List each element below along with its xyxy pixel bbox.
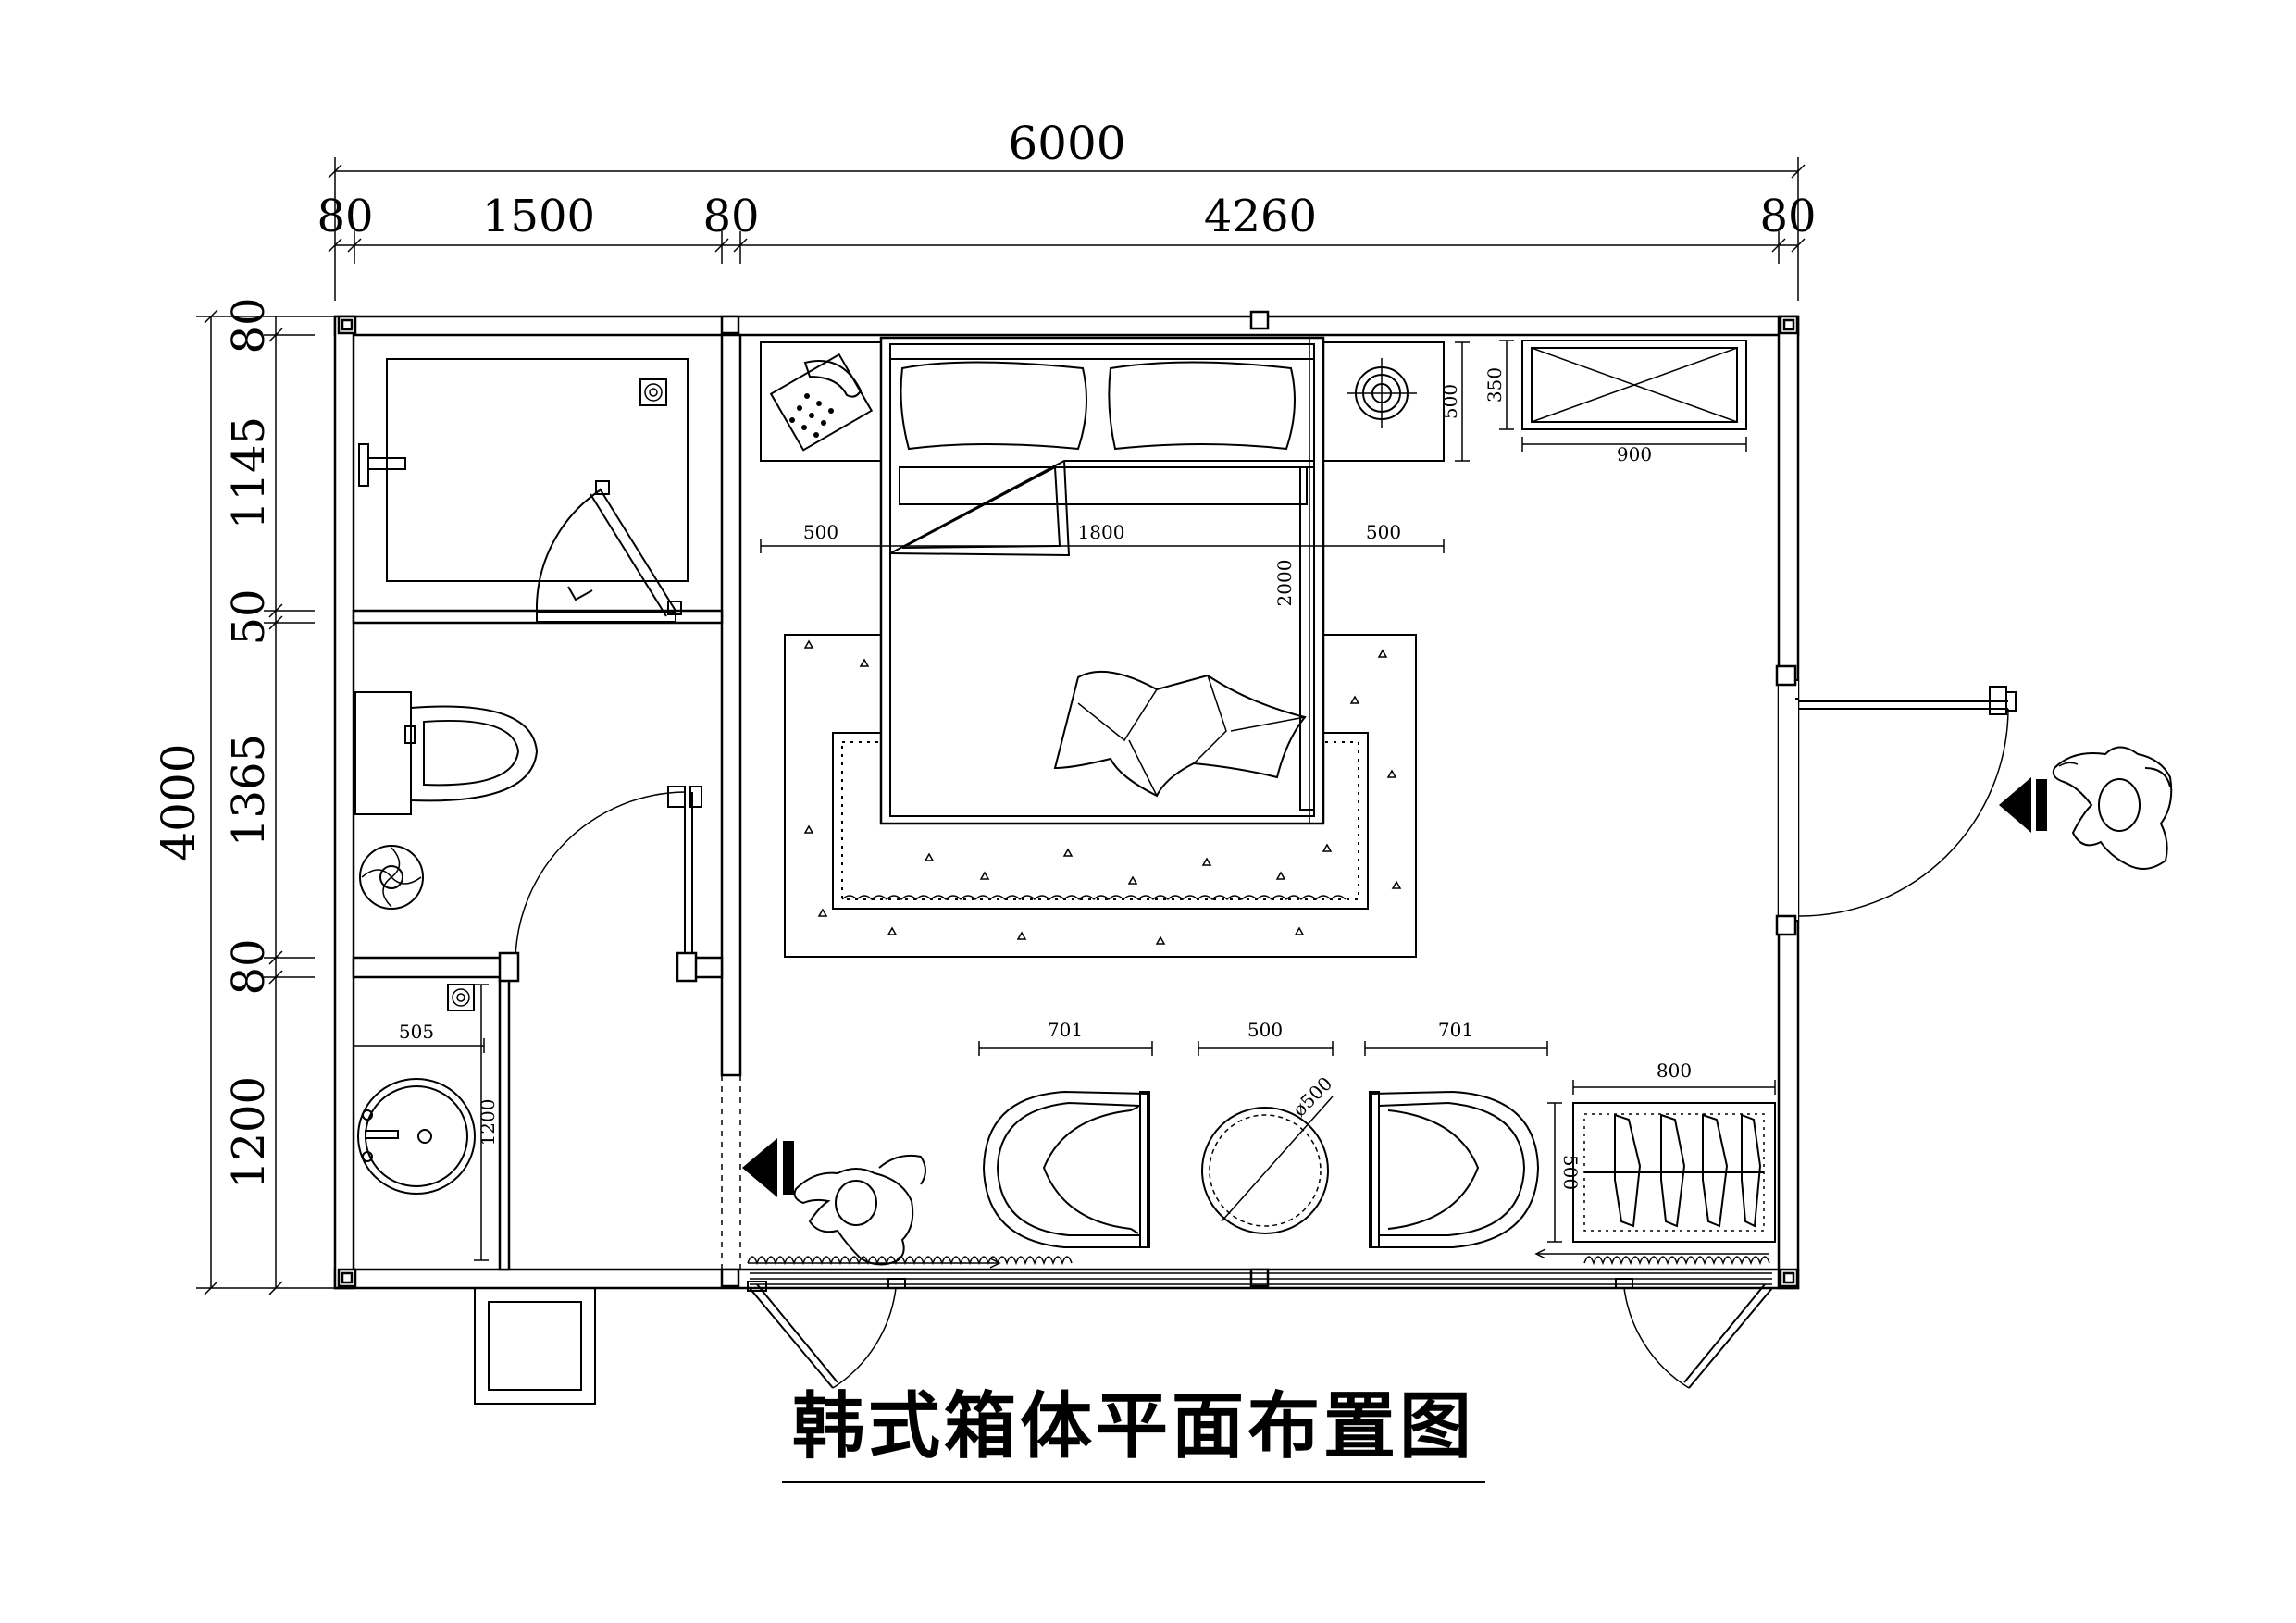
curtain-right [1534,1248,1770,1266]
lounge-chair-right [1369,1090,1540,1248]
entry-arrow-left [742,1138,794,1197]
side-table [1201,1096,1334,1234]
person-figure-right [2052,746,2173,870]
dim-tv-width: 900 [1617,443,1652,465]
drawing-title: 韩式箱体平面布置图 [791,1385,1475,1468]
dim-left-80-mid: 80 [223,938,275,995]
top-dimension-lines [328,157,1806,301]
dim-left-80-top: 80 [223,297,275,353]
dim-tv-depth: 350 [1483,367,1506,403]
dim-chair-left: 701 [1048,1019,1083,1041]
nightstand-dimension [1455,341,1470,462]
dim-left-1200: 1200 [223,1076,275,1189]
shower-area [358,358,689,623]
sink-area [353,984,489,1261]
dim-bed-length: 2000 [1273,560,1296,607]
tv-cabinet [1499,340,1747,452]
dim-top-4260: 4260 [1204,191,1317,242]
person-figure-left [793,1154,926,1266]
dim-total-height: 4000 [152,743,205,861]
toilet-door [498,786,702,983]
bottom-window-tracks [750,1272,1772,1285]
entry-step-inner [488,1301,582,1391]
toilet [354,691,539,910]
dim-total-width: 6000 [1008,117,1125,170]
title-underline [782,1481,1485,1483]
drawing-title-wrap: 韩式箱体平面布置图 [782,1385,1485,1468]
bottom-door-left [747,1278,906,1389]
dim-rack-width: 800 [1657,1059,1692,1082]
nightstand-right [1322,341,1445,462]
bottom-door-right [1615,1278,1773,1389]
dim-top-80-left: 80 [316,191,373,242]
outer-walls [333,315,1800,1290]
dim-top-80-right: 80 [1759,191,1816,242]
dim-bed-side-right: 500 [1366,521,1401,543]
dim-top-1500: 1500 [482,191,595,242]
dim-left-1365: 1365 [223,734,275,847]
left-dimension-lines [196,309,338,1295]
bed-dimension-lines [760,338,1445,824]
entry-step [474,1287,596,1405]
dim-bed-side-left: 500 [803,521,838,543]
dim-top-80-mid: 80 [702,191,759,242]
dim-nightstand-depth: 500 [1439,384,1461,419]
nightstand-left [760,341,882,462]
dim-sink-depth: 1200 [477,1099,499,1146]
dim-table-gap: 500 [1247,1019,1283,1041]
dim-left-50: 50 [223,588,275,645]
dim-rack-depth: 500 [1559,1155,1582,1190]
dim-bed-width: 1800 [1078,521,1125,543]
dim-chair-right: 701 [1438,1019,1473,1041]
bed [879,336,1325,825]
lounge-chair-left [982,1090,1150,1248]
dim-left-1145: 1145 [223,416,275,529]
dim-table-dia: ø500 [1288,1072,1336,1121]
lounge-dimension-lines [978,1041,1548,1056]
curtain-left [747,1256,1073,1269]
clothes-rack [1547,1080,1776,1243]
dim-sink-width: 505 [399,1021,434,1043]
right-entry-door [1795,686,2047,917]
